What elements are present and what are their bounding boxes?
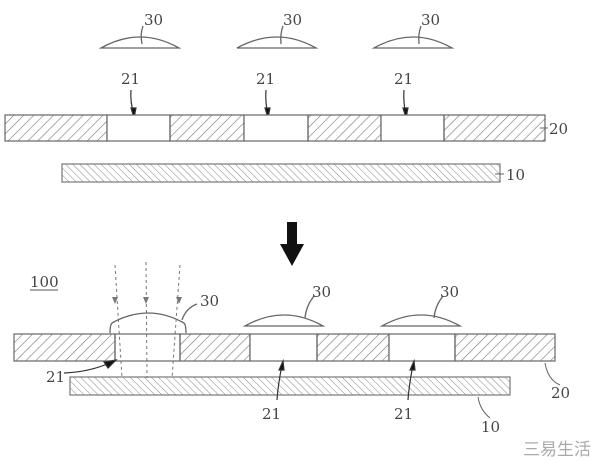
label-hole-b3: 21 <box>394 405 413 423</box>
lens-1 <box>98 36 182 49</box>
top-hole-leaders <box>130 89 409 119</box>
label-lens-b3: 30 <box>440 283 459 301</box>
label-layer-20-top: 20 <box>549 120 568 138</box>
label-lens-1: 30 <box>144 11 163 29</box>
label-hole-2: 21 <box>256 70 275 88</box>
label-hole-1: 21 <box>121 70 140 88</box>
label-assembly-100: 100 <box>30 273 59 291</box>
label-layer-10-bottom: 10 <box>481 418 500 436</box>
top-layer-20 <box>4 114 546 142</box>
label-lens-b1: 30 <box>200 292 219 310</box>
label-hole-3: 21 <box>394 70 413 88</box>
bottom-layer-20 <box>13 333 556 362</box>
watermark: 三易生活 <box>523 440 591 460</box>
lens-2 <box>236 36 319 49</box>
bottom-lenses <box>109 295 463 334</box>
label-hole-b2: 21 <box>262 405 281 423</box>
label-layer-20-bottom: 20 <box>551 384 570 402</box>
label-lens-3: 30 <box>421 11 440 29</box>
lens-3 <box>371 36 455 49</box>
label-hole-b1: 21 <box>46 368 65 386</box>
label-lens-2: 30 <box>283 11 302 29</box>
label-layer-10-top: 10 <box>506 166 525 184</box>
top-lenses <box>98 25 455 49</box>
down-arrow-icon <box>280 222 304 266</box>
label-lens-b2: 30 <box>312 283 331 301</box>
top-layer-10 <box>61 163 501 183</box>
bottom-layer-10 <box>69 376 511 396</box>
bottom-hole-leaders <box>63 358 416 401</box>
light-rays <box>114 261 181 379</box>
